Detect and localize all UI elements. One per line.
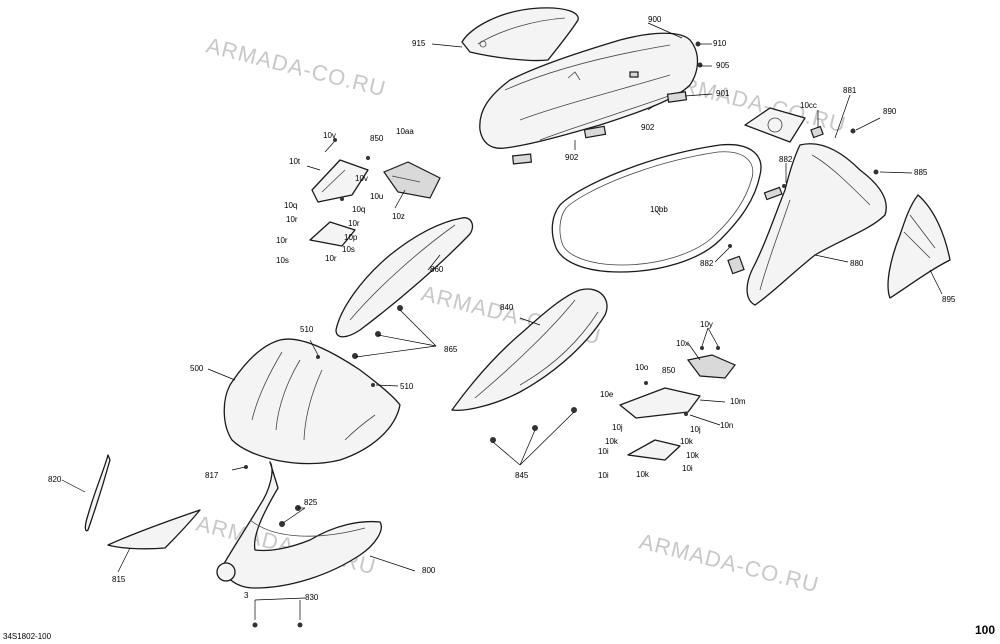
callout-510: 510 [400,382,414,391]
callout-10t: 10t [289,157,301,166]
callout-10k: 10k [680,437,694,446]
callout-10s: 10s [276,256,289,265]
callout-10r: 10r [286,215,298,224]
callout-10k: 10k [636,470,650,479]
callout-10e: 10e [600,390,614,399]
callout-895: 895 [942,295,956,304]
callout-900: 900 [648,15,662,24]
callout-902: 902 [641,123,655,132]
callout-10s: 10s [342,245,355,254]
callout-850: 850 [662,366,676,375]
watermark: ARMADA-CO.RU [637,529,822,598]
part-10cc-plate [744,107,806,143]
callout-800: 800 [422,566,436,575]
callout-10v: 10v [355,174,368,183]
callout-10q: 10q [352,205,365,214]
part-815-trim [107,509,201,550]
callout-10o: 10o [635,363,649,372]
part-895-vent [887,194,951,299]
leader-lines [61,22,943,620]
callout-890: 890 [883,107,897,116]
callout-10z: 10z [392,212,405,221]
callout-10p: 10p [344,233,358,242]
callout-820: 820 [48,475,62,484]
callout-10j: 10j [612,423,623,432]
callout-10q: 10q [284,201,297,210]
callout-880: 880 [850,259,864,268]
callout-840: 840 [500,303,514,312]
callout-10v: 10v [323,131,336,140]
callout-10r: 10r [348,219,360,228]
callout-860: 860 [430,265,444,274]
callout-500: 500 [190,364,204,373]
callout-905: 905 [716,61,730,70]
part-880-side-panel [727,125,887,306]
callout-10k: 10k [605,437,619,446]
callout-labels: 915 900 910 905 901 902 902 10cc 881 890… [48,15,956,602]
callout-817: 817 [205,471,219,480]
callout-10i: 10i [598,447,609,456]
callout-10i: 10i [682,464,693,473]
callout-10x: 10x [676,339,689,348]
callout-3: 3 [244,591,249,600]
callout-10aa: 10aa [396,127,414,136]
callout-10k: 10k [686,451,700,460]
callout-10cc: 10cc [800,101,817,110]
part-console-upper-left [309,159,441,247]
part-bracket-lower-right [619,354,736,461]
callout-850: 850 [370,134,384,143]
callout-10i: 10i [598,471,609,480]
callout-10bb: 10bb [650,205,668,214]
callout-882: 882 [779,155,793,164]
part-915-cover [461,7,579,62]
watermark: ARMADA-CO.RU [204,33,389,102]
part-840-center-panel [451,288,608,411]
callout-10m: 10m [730,397,746,406]
callout-901: 901 [716,89,730,98]
callout-915: 915 [412,39,426,48]
callout-845: 845 [515,471,529,480]
part-820-trim [84,454,111,532]
part-860-side-panel [335,217,474,338]
callout-885: 885 [914,168,928,177]
part-10bb-seal [551,143,762,273]
drawing-number: 34S1802-100 [3,632,52,641]
callout-830: 830 [305,593,319,602]
part-900-seat-base [479,32,699,165]
callout-10j: 10j [690,425,701,434]
callout-882: 882 [700,259,714,268]
callout-10n: 10n [720,421,733,430]
callout-881: 881 [843,86,857,95]
fasteners [244,41,879,628]
callout-10y: 10y [700,320,713,329]
callout-10u: 10u [370,192,383,201]
callout-815: 815 [112,575,126,584]
part-500-hood [223,338,401,465]
callout-902: 902 [565,153,579,162]
callout-825: 825 [304,498,318,507]
page-number: 100 [975,623,995,637]
callout-510: 510 [300,325,314,334]
part-800-front-bumper [216,461,382,589]
callout-10r: 10r [325,254,337,263]
callout-10r: 10r [276,236,288,245]
callout-865: 865 [444,345,458,354]
callout-910: 910 [713,39,727,48]
